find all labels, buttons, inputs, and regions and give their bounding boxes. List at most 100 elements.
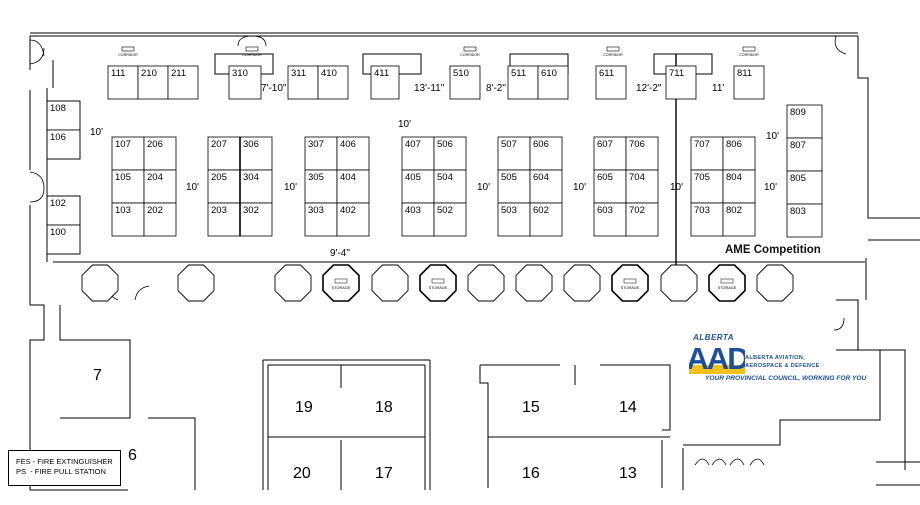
storage-label: STORAGE (332, 286, 351, 290)
booth-number: 610 (541, 68, 557, 79)
booth-210[interactable]: 210 (137, 65, 169, 100)
aisle-dimension: 10' (477, 182, 490, 193)
pillar (371, 264, 409, 302)
booth-506[interactable]: 506 (433, 136, 467, 171)
booth-806[interactable]: 806 (722, 136, 756, 171)
booth-503[interactable]: 503 (497, 202, 531, 237)
booth-305[interactable]: 305 (304, 169, 338, 204)
booth-411[interactable]: 411 (370, 65, 400, 100)
booth-606[interactable]: 606 (529, 136, 563, 171)
booth-610[interactable]: 610 (537, 65, 569, 100)
legend-code: PS (16, 467, 27, 476)
booth-704[interactable]: 704 (625, 169, 659, 204)
booth-303[interactable]: 303 (304, 202, 338, 237)
booth-711[interactable]: 711 (665, 65, 697, 100)
booth-number: 403 (405, 205, 421, 216)
booth-number: 307 (308, 139, 324, 150)
booth-111[interactable]: 111 (107, 65, 139, 100)
booth-number: 404 (340, 172, 356, 183)
booth-number: 504 (437, 172, 453, 183)
booth-703[interactable]: 703 (690, 202, 724, 237)
booth-811[interactable]: 811 (733, 65, 765, 100)
booth-number: 603 (597, 205, 613, 216)
booth-410[interactable]: 410 (317, 65, 349, 100)
booth-802[interactable]: 802 (722, 202, 756, 237)
booth-402[interactable]: 402 (336, 202, 370, 237)
booth-505[interactable]: 505 (497, 169, 531, 204)
booth-611[interactable]: 611 (595, 65, 627, 100)
booth-803[interactable]: 803 (786, 203, 823, 238)
booth-number: 507 (501, 139, 517, 150)
booth-603[interactable]: 603 (593, 202, 627, 237)
booth-number: 207 (211, 139, 227, 150)
booth-604[interactable]: 604 (529, 169, 563, 204)
booth-805[interactable]: 805 (786, 170, 823, 205)
booth-206[interactable]: 206 (143, 136, 177, 171)
booth-310[interactable]: 310 (228, 65, 262, 100)
booth-602[interactable]: 602 (529, 202, 563, 237)
booth-403[interactable]: 403 (401, 202, 435, 237)
aisle-dimension: 10' (398, 119, 411, 130)
booth-number: 204 (147, 172, 163, 183)
booth-807[interactable]: 807 (786, 137, 823, 172)
booth-511[interactable]: 511 (507, 65, 539, 100)
booth-202[interactable]: 202 (143, 202, 177, 237)
booth-number: 302 (243, 205, 259, 216)
booth-302[interactable]: 302 (239, 202, 273, 237)
booth-number: 602 (533, 205, 549, 216)
booth-607[interactable]: 607 (593, 136, 627, 171)
booth-702[interactable]: 702 (625, 202, 659, 237)
legend-row-fes: FES - FIRE EXTINGUISHER (16, 457, 113, 466)
legend-row-ps: PS - FIRE PULL STATION (16, 467, 106, 476)
booth-502[interactable]: 502 (433, 202, 467, 237)
booth-311[interactable]: 311 (287, 65, 319, 100)
aisle-dimension: 10' (764, 182, 777, 193)
aisle-dimension: 10' (90, 127, 103, 138)
booth-404[interactable]: 404 (336, 169, 370, 204)
room-17: 17 (375, 465, 393, 482)
booth-number: 706 (629, 139, 645, 150)
booth-207[interactable]: 207 (207, 136, 241, 171)
booth-706[interactable]: 706 (625, 136, 659, 171)
logo-mark-icon: AAD (689, 341, 745, 376)
booth-100[interactable]: 100 (46, 224, 81, 255)
booth-number: 503 (501, 205, 517, 216)
corridor-tag-label: CORRIDOR (603, 53, 623, 57)
booth-809[interactable]: 809 (786, 104, 823, 139)
booth-number: 205 (211, 172, 227, 183)
aisle-dimension: 11' (712, 83, 724, 94)
booth-306[interactable]: 306 (239, 136, 273, 171)
booth-804[interactable]: 804 (722, 169, 756, 204)
booth-407[interactable]: 407 (401, 136, 435, 171)
corridor-tag-label: CORRIDOR (118, 53, 138, 57)
booth-number: 802 (726, 205, 742, 216)
booth-205[interactable]: 205 (207, 169, 241, 204)
booth-307[interactable]: 307 (304, 136, 338, 171)
booth-number: 809 (790, 107, 806, 118)
booth-405[interactable]: 405 (401, 169, 435, 204)
storage-label: STORAGE (718, 286, 737, 290)
booth-204[interactable]: 204 (143, 169, 177, 204)
booth-103[interactable]: 103 (111, 202, 145, 237)
booth-406[interactable]: 406 (336, 136, 370, 171)
pillar (177, 264, 215, 302)
aisle-dimension: 10' (573, 182, 586, 193)
booth-605[interactable]: 605 (593, 169, 627, 204)
booth-510[interactable]: 510 (449, 65, 481, 100)
booth-107[interactable]: 107 (111, 136, 145, 171)
booth-211[interactable]: 211 (167, 65, 199, 100)
booth-102[interactable]: 102 (46, 195, 81, 226)
booth-108[interactable]: 108 (46, 100, 81, 131)
booth-203[interactable]: 203 (207, 202, 241, 237)
booth-507[interactable]: 507 (497, 136, 531, 171)
booth-106[interactable]: 106 (46, 129, 81, 160)
booth-707[interactable]: 707 (690, 136, 724, 171)
booth-705[interactable]: 705 (690, 169, 724, 204)
booth-304[interactable]: 304 (239, 169, 273, 204)
booth-number: 411 (374, 68, 389, 79)
booth-504[interactable]: 504 (433, 169, 467, 204)
room-6: 6 (128, 447, 137, 464)
booth-number: 407 (405, 139, 421, 150)
booth-105[interactable]: 105 (111, 169, 145, 204)
